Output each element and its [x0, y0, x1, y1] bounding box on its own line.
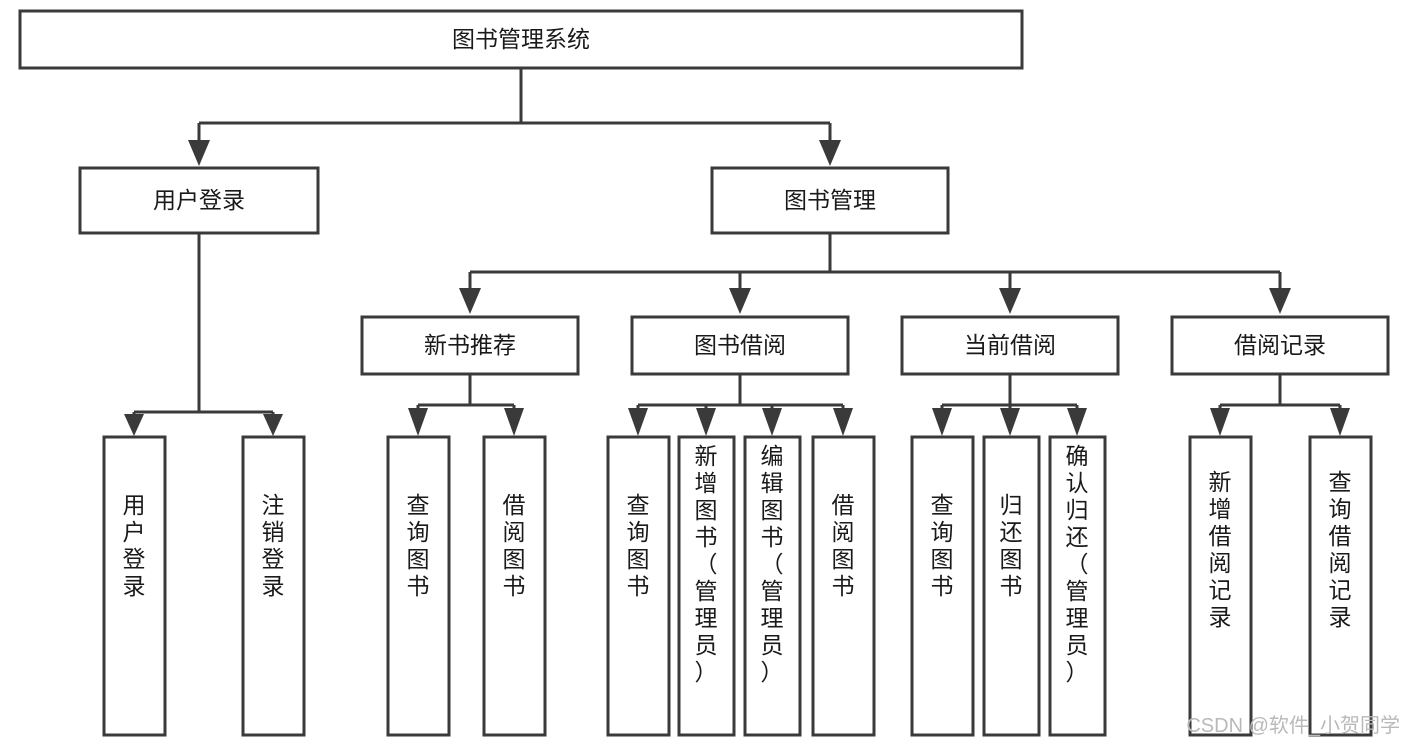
- node-borrow-record-box[interactable]: [1170, 315, 1390, 376]
- node-leaf-query-book-rec[interactable]: 查询图书: [386, 435, 451, 737]
- node-leaf-query-book-cb[interactable]: 查询图书: [910, 435, 975, 737]
- arrowhead-leaf-add-book-admin: [696, 408, 716, 436]
- node-book-manage[interactable]: 图书管理: [710, 166, 950, 235]
- csdn-watermark: CSDN @软件_小贺同学: [1186, 714, 1400, 737]
- arrowhead-leaf-return-book: [1000, 408, 1020, 436]
- connector-layer: [124, 68, 1350, 436]
- node-leaf-borrow-book-bb[interactable]: 借阅图书: [811, 435, 876, 737]
- node-root-box[interactable]: [18, 9, 1024, 70]
- node-leaf-return-book[interactable]: 归还图书: [982, 435, 1041, 737]
- node-leaf-query-book-cb-box[interactable]: [910, 435, 975, 737]
- node-leaf-add-borrow-record[interactable]: 新增借阅记录: [1188, 435, 1253, 737]
- arrowhead-leaf-borrow-book-bb: [833, 408, 853, 436]
- node-new-book-recommend[interactable]: 新书推荐: [360, 315, 580, 376]
- arrowhead-user-login: [188, 140, 210, 166]
- node-current-borrow-label: 当前借阅: [964, 332, 1056, 358]
- arrowhead-leaf-user-login: [124, 414, 144, 436]
- node-leaf-edit-book-admin[interactable]: 编辑图书（管理员）: [743, 435, 802, 737]
- node-leaf-query-book-bb-box[interactable]: [606, 435, 671, 737]
- node-book-borrow[interactable]: 图书借阅: [630, 315, 850, 376]
- arrowhead-book-borrow: [729, 288, 751, 314]
- node-leaf-return-book-box[interactable]: [982, 435, 1041, 737]
- node-leaf-user-logout-box[interactable]: [241, 435, 306, 737]
- node-current-borrow[interactable]: 当前借阅: [900, 315, 1120, 376]
- node-book-borrow-box[interactable]: [630, 315, 850, 376]
- node-leaf-user-login-box[interactable]: [102, 435, 167, 737]
- node-leaf-borrow-book-rec-label: 借阅图书: [503, 492, 526, 599]
- node-borrow-record-label: 借阅记录: [1234, 332, 1326, 358]
- node-leaf-query-book-bb-label: 查询图书: [627, 492, 650, 599]
- node-leaf-user-login-label: 用户登录: [123, 492, 146, 599]
- node-borrow-record[interactable]: 借阅记录: [1170, 315, 1390, 376]
- node-leaf-query-borrow-record-label: 查询借阅记录: [1329, 469, 1352, 630]
- node-root[interactable]: 图书管理系统: [18, 9, 1024, 70]
- node-new-book-recommend-box[interactable]: [360, 315, 580, 376]
- node-leaf-add-book-admin[interactable]: 新增图书（管理员）: [677, 435, 736, 737]
- arrowhead-book-manage: [819, 140, 841, 166]
- node-leaf-query-book-rec-box[interactable]: [386, 435, 451, 737]
- node-leaf-edit-book-admin-box[interactable]: [743, 435, 802, 737]
- node-leaf-confirm-return-admin-box[interactable]: [1048, 435, 1107, 737]
- node-book-manage-box[interactable]: [710, 166, 950, 235]
- arrowhead-leaf-query-book-cb: [932, 408, 952, 436]
- arrowhead-leaf-query-book-bb: [628, 408, 648, 436]
- node-leaf-add-borrow-record-label: 新增借阅记录: [1209, 469, 1232, 630]
- arrowhead-new-book-recommend: [459, 288, 481, 314]
- node-leaf-return-book-label: 归还图书: [1000, 492, 1023, 599]
- node-leaf-borrow-book-rec-box[interactable]: [482, 435, 547, 737]
- arrowhead-leaf-user-logout: [263, 414, 283, 436]
- node-book-manage-label: 图书管理: [784, 187, 876, 213]
- node-root-label: 图书管理系统: [452, 26, 590, 52]
- node-leaf-add-book-admin-box[interactable]: [677, 435, 736, 737]
- node-user-login-box[interactable]: [78, 166, 320, 235]
- node-new-book-recommend-label: 新书推荐: [424, 332, 516, 358]
- node-leaf-borrow-book-bb-label: 借阅图书: [832, 492, 855, 599]
- node-leaf-add-borrow-record-box[interactable]: [1188, 435, 1253, 737]
- node-book-borrow-label: 图书借阅: [694, 332, 786, 358]
- arrowhead-current-borrow: [999, 288, 1021, 314]
- node-leaf-edit-book-admin-label: 编辑图书（管理员）: [761, 443, 784, 685]
- node-user-login[interactable]: 用户登录: [78, 166, 320, 235]
- node-leaf-query-borrow-record-box[interactable]: [1308, 435, 1373, 737]
- node-current-borrow-box[interactable]: [900, 315, 1120, 376]
- node-leaf-user-login[interactable]: 用户登录: [102, 435, 167, 737]
- arrowhead-leaf-add-borrow-record: [1210, 408, 1230, 436]
- node-leaf-query-borrow-record[interactable]: 查询借阅记录: [1308, 435, 1373, 737]
- arrowhead-leaf-borrow-book-rec: [504, 408, 524, 436]
- node-leaf-borrow-book-rec[interactable]: 借阅图书: [482, 435, 547, 737]
- node-leaf-confirm-return-admin[interactable]: 确认归还（管理员）: [1048, 435, 1107, 737]
- node-leaf-query-book-rec-label: 查询图书: [407, 492, 430, 599]
- node-leaf-query-book-cb-label: 查询图书: [931, 492, 954, 599]
- arrowhead-leaf-edit-book-admin: [762, 408, 782, 436]
- node-leaf-user-logout-label: 注销登录: [262, 492, 285, 599]
- arrowhead-leaf-query-borrow-record: [1330, 408, 1350, 436]
- node-leaf-user-logout[interactable]: 注销登录: [241, 435, 306, 737]
- node-leaf-confirm-return-admin-label: 确认归还（管理员）: [1066, 443, 1089, 685]
- node-leaf-query-book-bb[interactable]: 查询图书: [606, 435, 671, 737]
- arrowhead-leaf-confirm-return-admin: [1067, 408, 1087, 436]
- node-leaf-add-book-admin-label: 新增图书（管理员）: [695, 443, 718, 685]
- node-leaf-borrow-book-bb-box[interactable]: [811, 435, 876, 737]
- node-user-login-label: 用户登录: [153, 187, 245, 213]
- arrowhead-borrow-record: [1269, 288, 1291, 314]
- arrowhead-leaf-query-book-rec: [408, 408, 428, 436]
